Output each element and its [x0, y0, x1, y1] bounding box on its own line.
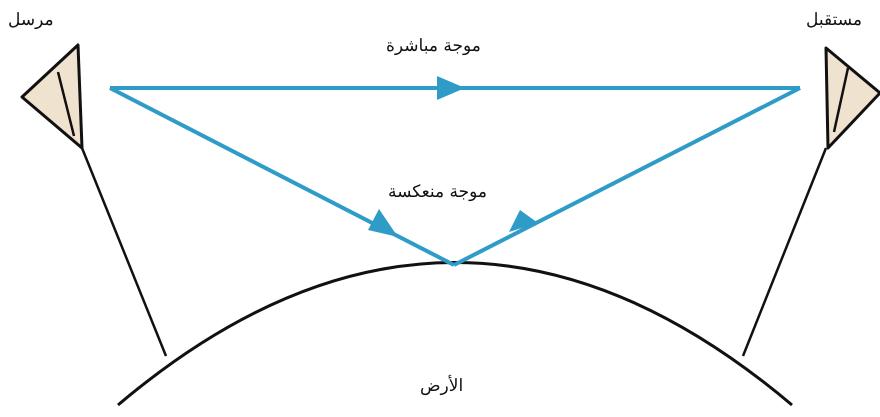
direct-wave-label: موجة مباشرة [386, 36, 481, 56]
direct-wave-arrowhead [437, 76, 465, 100]
reflected-wave-incident-line [110, 88, 454, 265]
reflected-wave-reflected-line [454, 88, 800, 265]
receiver-mast [743, 148, 826, 356]
transmitter-label: مرسل [8, 10, 54, 30]
earth-label: الأرض [420, 376, 463, 396]
receiver-label: مستقبل [806, 10, 862, 30]
reflected-wave-label: موجة منعكسة [388, 182, 487, 202]
transmitter-antenna [22, 45, 82, 148]
reflected-wave-incident-arrowhead [368, 209, 398, 237]
receiver-antenna [826, 48, 880, 148]
transmitter-mast [82, 148, 166, 356]
